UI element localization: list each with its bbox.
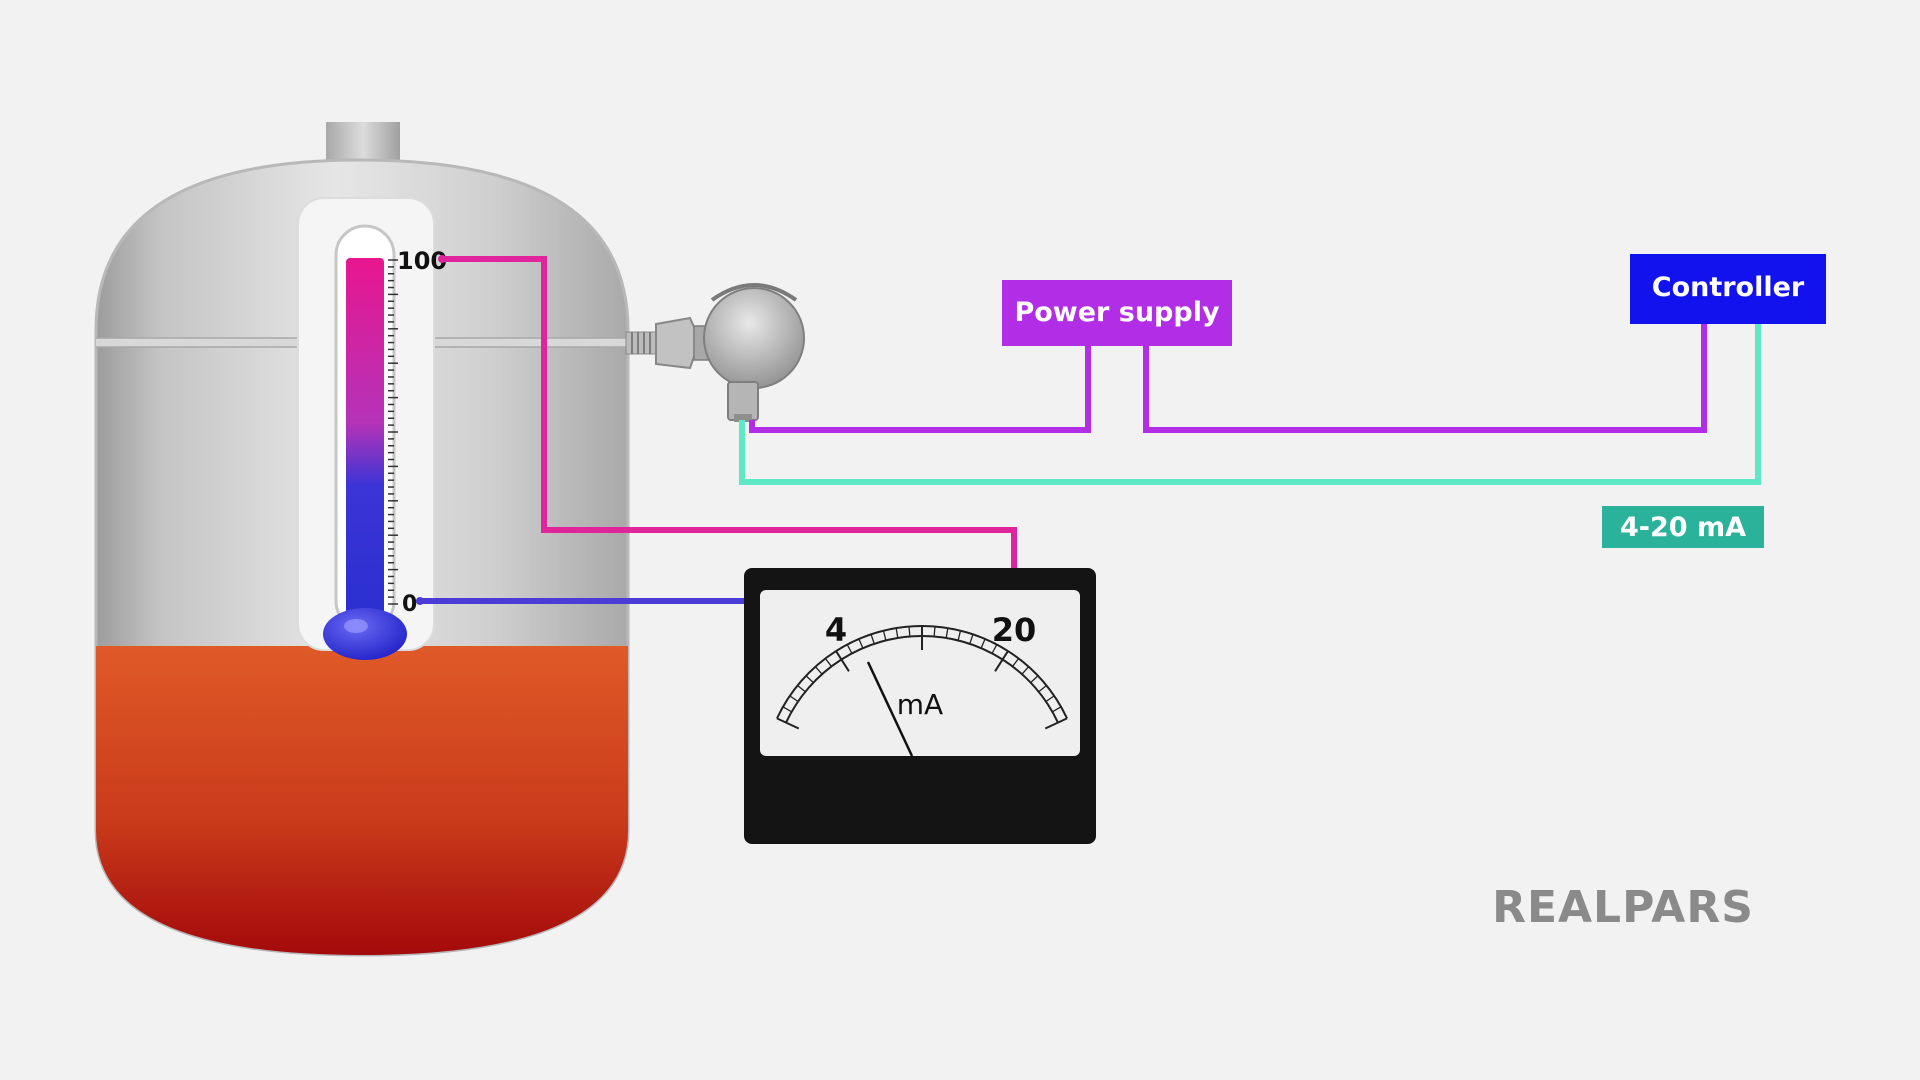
meter-unit-label: mA [897, 688, 943, 721]
meter-min-label: 4 [825, 611, 847, 649]
meter-max-label: 20 [992, 611, 1037, 649]
meter-tick [789, 695, 799, 703]
meter-tick [945, 627, 949, 639]
meter-tick [814, 666, 823, 675]
meter-tick [1021, 666, 1030, 675]
meter-tick [870, 634, 875, 645]
power-supply-label: Power supply [1014, 297, 1220, 328]
meter-needle [866, 661, 914, 757]
thermometer-bottom-label: 0 [402, 592, 417, 617]
meter-tick [782, 706, 792, 713]
meter-tick [846, 644, 853, 654]
meter-tick [908, 626, 911, 637]
controller-label: Controller [1652, 272, 1805, 303]
controller-box: Controller [1630, 254, 1826, 324]
power-supply-to-controller-wire [1143, 324, 1707, 433]
meter-tick [1052, 706, 1062, 713]
meter-scale [776, 625, 1068, 730]
realpars-logo: REALPARS [1492, 882, 1754, 933]
meter-tick [895, 627, 899, 639]
meter-tick [1038, 684, 1047, 693]
meter-tick [994, 650, 1009, 672]
meter-tick [933, 626, 936, 637]
meter-tick [824, 658, 832, 667]
meter-tick [797, 684, 806, 693]
analog-ammeter: 4 20 mA [744, 568, 1096, 844]
meter-tick [991, 644, 998, 654]
meter-tick [1045, 695, 1055, 703]
meter-tick [776, 717, 800, 730]
meter-face [760, 590, 1080, 756]
thermometer: 100 0 [297, 197, 447, 660]
temperature-transmitter [625, 283, 805, 422]
power-supply-negative-wire [749, 344, 1091, 433]
thermometer-100-to-20ma-wire [442, 256, 1017, 616]
tank-liquid [96, 646, 628, 955]
meter-tick [858, 638, 864, 649]
meter-tick [980, 638, 986, 649]
meter-tick [882, 630, 887, 641]
signal-label: 4-20 mA [1620, 512, 1746, 543]
signal-loop-wire [739, 324, 1761, 485]
thermometer-bulb [323, 608, 407, 660]
meter-tick [957, 630, 962, 641]
meter-tick [969, 634, 974, 645]
signal-badge: 4-20 mA [1602, 506, 1764, 548]
meter-tick [1044, 717, 1068, 730]
meter-tick [835, 650, 850, 672]
meter-tick [1012, 658, 1020, 667]
sensor-head [703, 287, 805, 389]
thermometer-column [346, 258, 384, 626]
meter-tick [1030, 675, 1039, 684]
thermometer-scale [388, 259, 398, 605]
power-supply-box: Power supply [1002, 280, 1232, 346]
tank-nozzle [326, 122, 400, 164]
meter-tick [805, 675, 814, 684]
